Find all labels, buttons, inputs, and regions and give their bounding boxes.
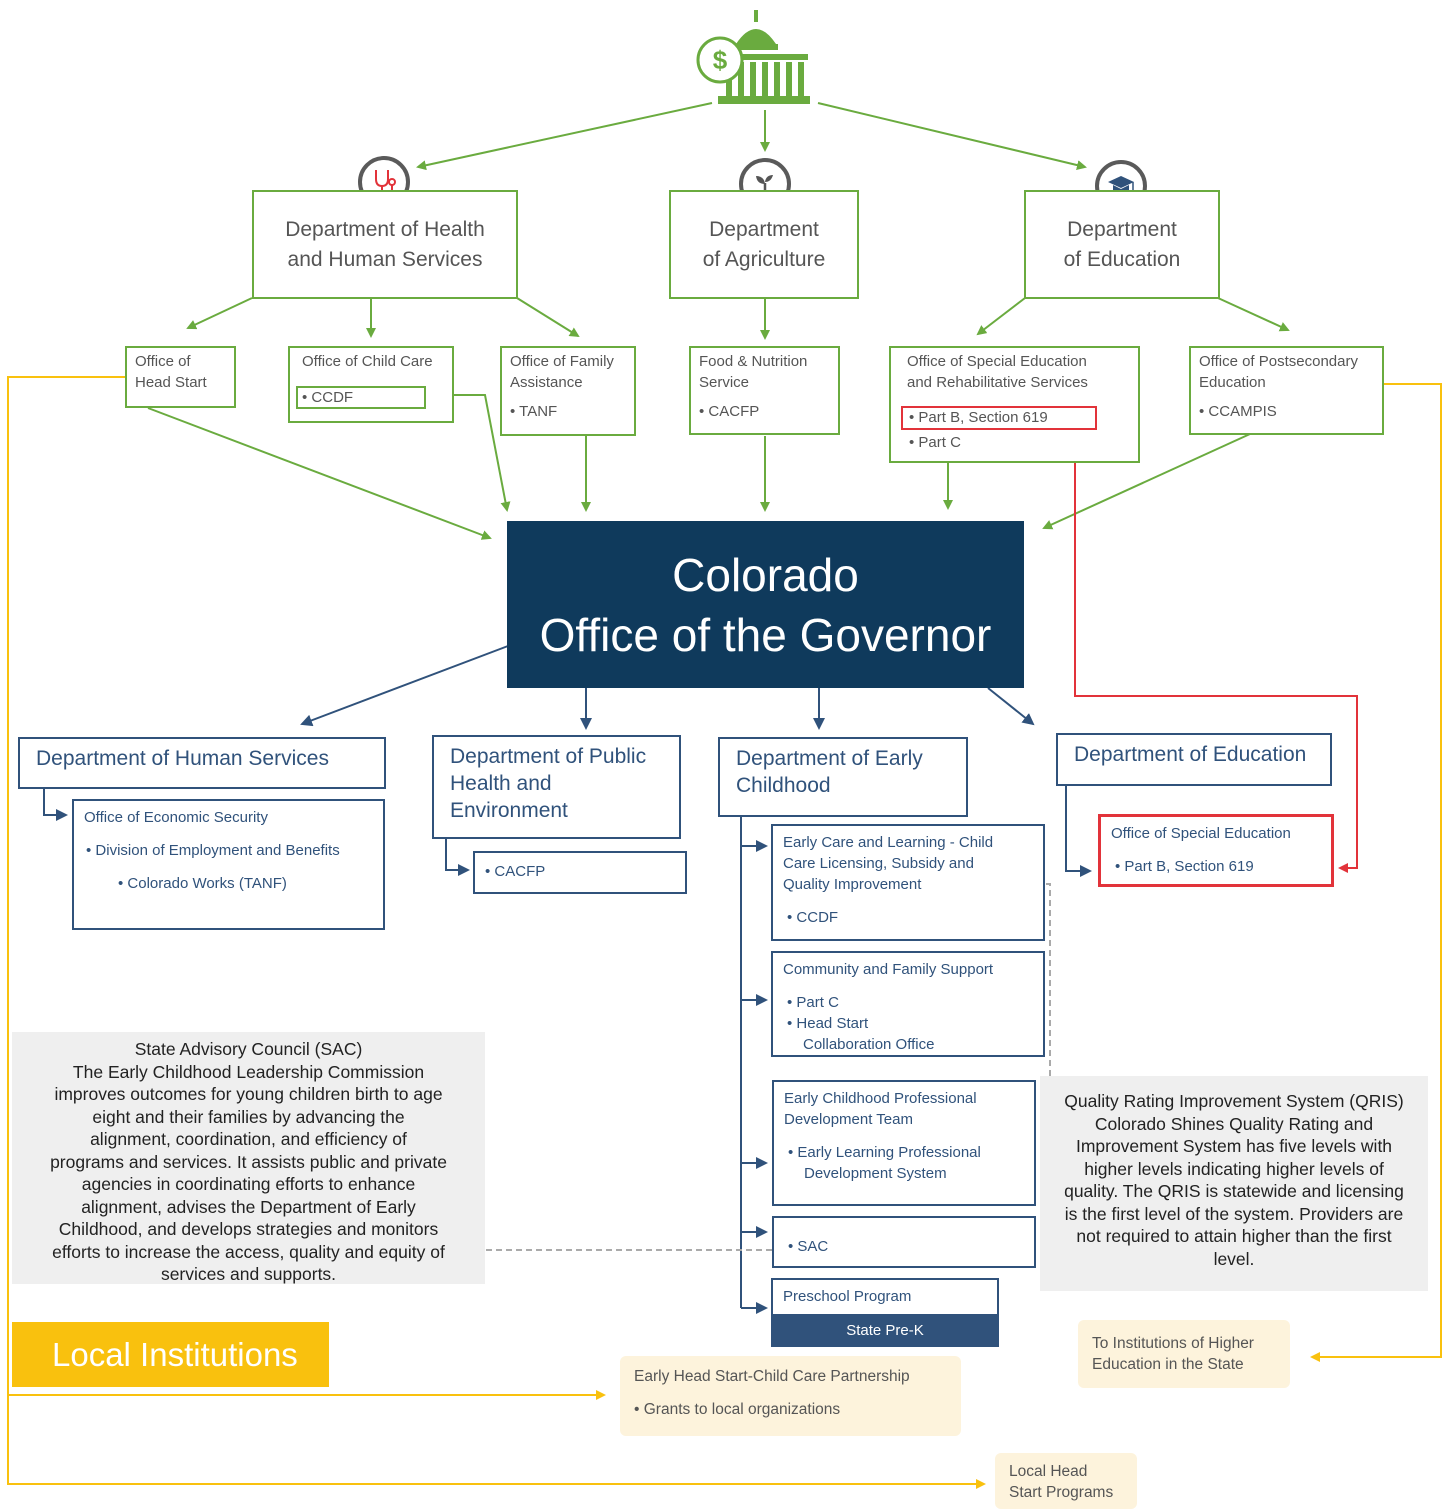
ccdf-box: • CCDF — [296, 386, 426, 409]
office-special-education-state: Office of Special Education • Part B, Se… — [1098, 814, 1334, 887]
local-institutions-banner: Local Institutions — [12, 1322, 329, 1387]
state-pre-k-band: State Pre-K — [771, 1314, 999, 1347]
office-food-nutrition: Food & Nutrition Service • CACFP — [689, 346, 840, 435]
capitol-dollar-icon: $ — [694, 4, 814, 106]
office-head-start: Office of Head Start — [125, 346, 236, 408]
state-dept-human-services: Department of Human Services — [18, 737, 386, 789]
state-dept-public-health: Department of Public Health and Environm… — [432, 735, 681, 839]
ehs-cc-partnership: Early Head Start-Child Care Partnership … — [620, 1356, 961, 1436]
state-dept-education: Department of Education — [1056, 733, 1332, 786]
professional-development-unit: Early Childhood Professional Development… — [772, 1080, 1036, 1206]
higher-education-institutions: To Institutions of Higher Education in t… — [1078, 1320, 1290, 1388]
state-dept-early-childhood: Department of Early Childhood — [718, 737, 968, 817]
office-special-education: Office of Special Education and Rehabili… — [889, 346, 1140, 463]
office-economic-security: Office of Economic Security • Division o… — [72, 799, 385, 930]
governor-office: Colorado Office of the Governor — [507, 521, 1024, 688]
sac-note: State Advisory Council (SAC) The Early C… — [12, 1032, 485, 1284]
community-family-support-unit: Community and Family Support • Part C • … — [771, 951, 1045, 1057]
qris-note: Quality Rating Improvement System (QRIS)… — [1040, 1076, 1428, 1291]
public-health-cacfp: • CACFP — [473, 851, 687, 894]
preschool-program-unit: Preschool Program — [771, 1278, 999, 1316]
office-postsecondary: Office of Postsecondary Education • CCAM… — [1189, 346, 1384, 435]
federal-dept-agriculture: Department of Agriculture — [669, 190, 859, 299]
part-b-619-box: • Part B, Section 619 — [901, 406, 1097, 430]
svg-text:$: $ — [713, 45, 728, 75]
federal-dept-hhs: Department of Health and Human Services — [252, 190, 518, 299]
federal-dept-education: Department of Education — [1024, 190, 1220, 299]
office-child-care: Office of Child Care • CCDF — [288, 346, 454, 423]
office-family-assistance: Office of Family Assistance • TANF — [500, 346, 636, 436]
local-head-start-programs: Local Head Start Programs — [995, 1453, 1137, 1509]
sac-unit: • SAC — [772, 1216, 1036, 1268]
early-care-learning-unit: Early Care and Learning - Child Care Lic… — [771, 824, 1045, 941]
